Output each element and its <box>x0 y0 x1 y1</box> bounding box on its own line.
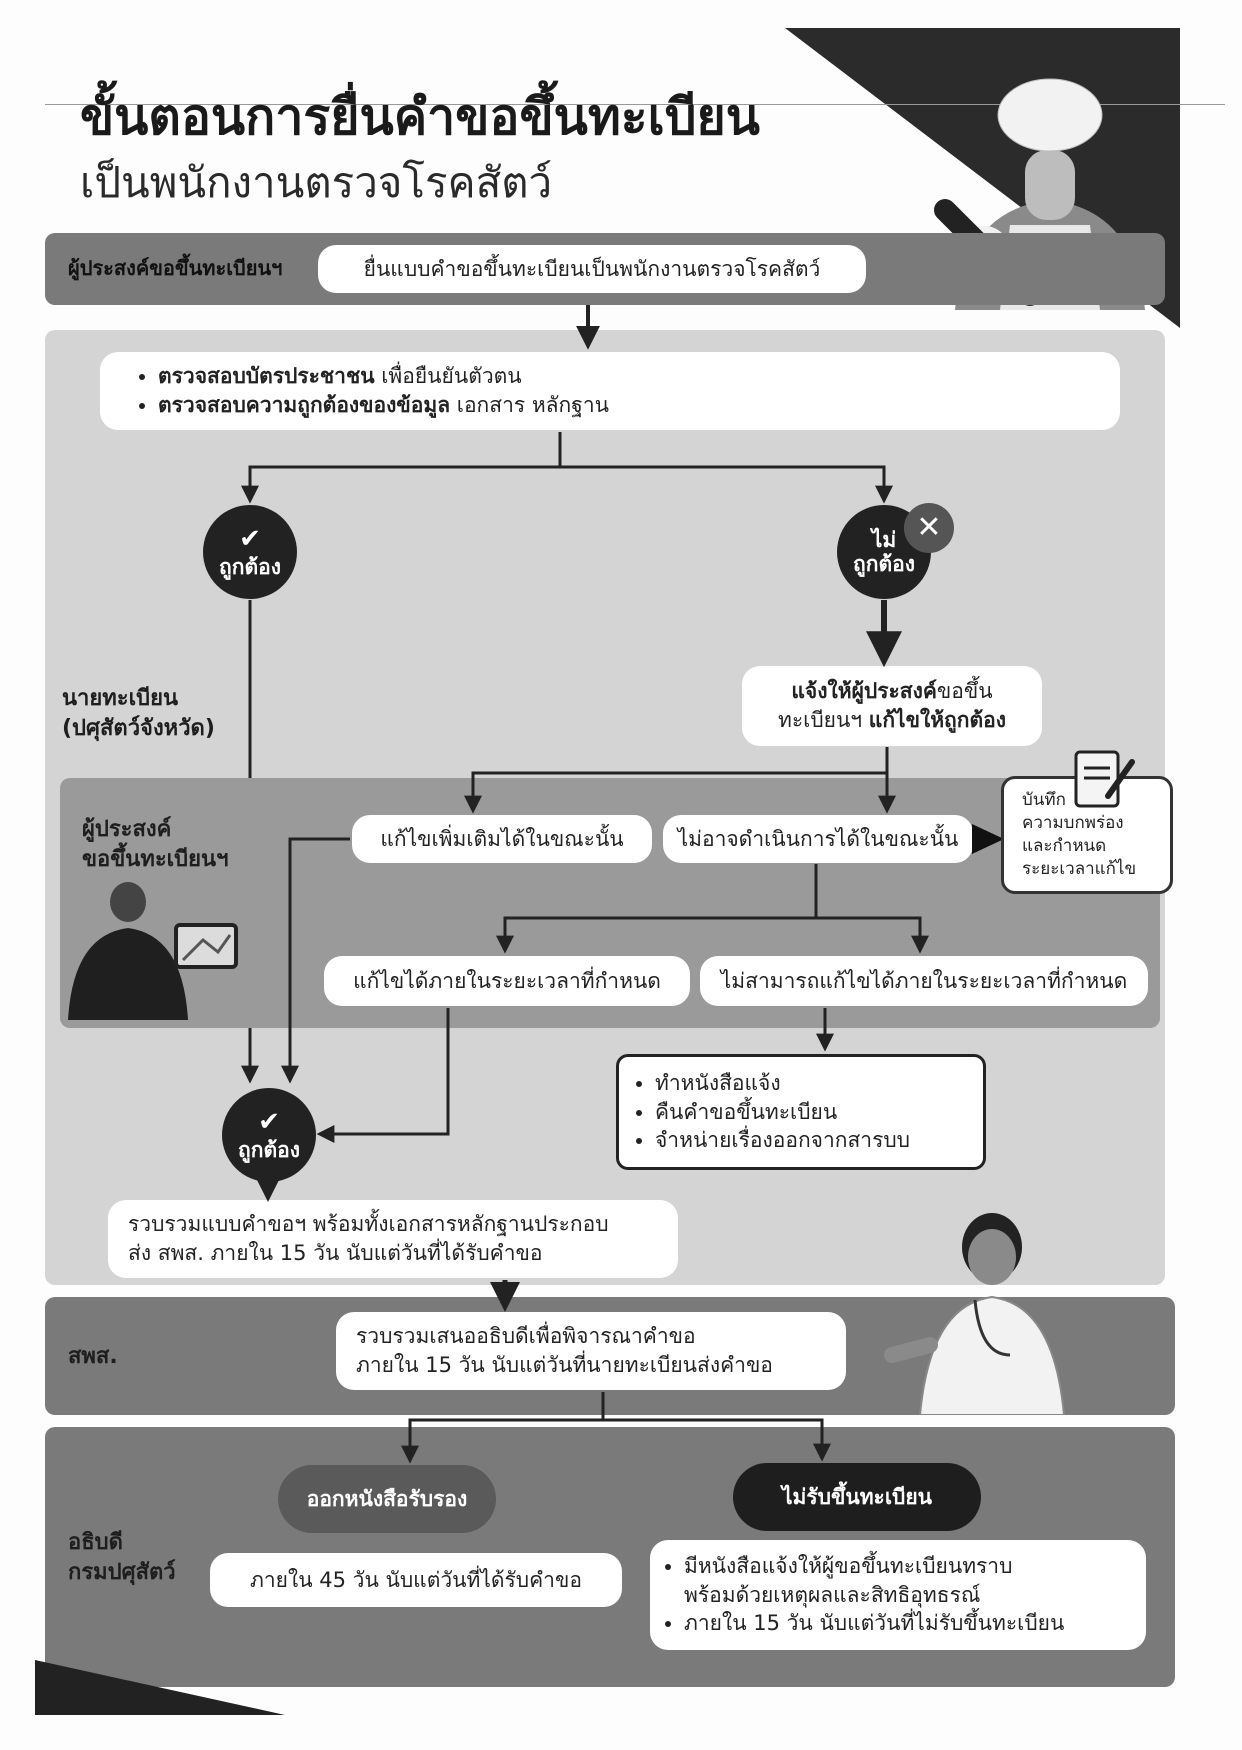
role-registrar-line1: นายทะเบียน <box>62 686 179 711</box>
notify-text-1: ขอขึ้น <box>936 679 993 704</box>
decision-correct-bottom-label: ถูกต้อง <box>238 1137 300 1162</box>
page-subtitle: เป็นพนักงานตรวจโรคสัตว์ <box>80 158 553 207</box>
role-applicant-mid: ผู้ประสงค์ ขอขึ้นทะเบียนฯ <box>82 815 228 874</box>
role-registrar-line2: (ปศุสัตว์จังหวัด) <box>62 715 215 741</box>
reject-item-2: คืนคำขอขึ้นทะเบียน <box>655 1098 910 1127</box>
compile-line2: ส่ง สพส. ภายใน 15 วัน นับแต่วันที่ได้รับ… <box>128 1241 543 1265</box>
option-fix-now: แก้ไขเพิ่มเติมได้ในขณะนั้น <box>352 815 652 863</box>
option-fix-in-time: แก้ไขได้ภายในระยะเวลาที่กำหนด <box>324 956 690 1006</box>
page-title: ขั้นตอนการยื่นคำขอขึ้นทะเบียน <box>80 88 760 146</box>
role-registrar: นายทะเบียน (ปศุสัตว์จังหวัด) <box>62 684 215 743</box>
reject-item-1: ทำหนังสือแจ้ง <box>655 1069 910 1098</box>
result-reject-registration: ไม่รับขึ้นทะเบียน <box>733 1463 981 1531</box>
reject-info1-line2: พร้อมด้วยเหตุผลและสิทธิอุทธรณ์ <box>684 1582 981 1607</box>
option-cannot-fix-in-time: ไม่สามารถแก้ไขได้ภายในระยะเวลาที่กำหนด <box>700 956 1148 1006</box>
notify-text-2: ทะเบียนฯ <box>778 708 869 732</box>
step-verify-documents: ตรวจสอบบัตรประชาชน เพื่อยืนยันตัวตน ตรวจ… <box>100 352 1120 430</box>
record-line4: ระยะเวลาแก้ไข <box>1022 858 1137 879</box>
role-applicant-top: ผู้ประสงค์ขอขึ้นทะเบียนฯ <box>68 256 283 280</box>
step-approve-timeframe: ภายใน 45 วัน นับแต่วันที่ได้รับคำขอ <box>210 1553 622 1607</box>
notify-bold-2: แก้ไขให้ถูกต้อง <box>868 708 1006 732</box>
decision-correct-top: ✔ ถูกต้อง <box>203 505 297 599</box>
propose-line1: รวบรวมเสนออธิบดีเพื่อพิจารณาคำขอ <box>356 1324 696 1349</box>
incorrect-line1: ไม่ <box>871 527 897 552</box>
step-submit-application: ยื่นแบบคำขอขึ้นทะเบียนเป็นพนักงานตรวจโรค… <box>318 245 866 293</box>
arrow-right-icon <box>972 824 1004 854</box>
notify-bold-1: แจ้งให้ผู้ประสงค์ <box>791 679 937 704</box>
reject-info1-line1: มีหนังสือแจ้งให้ผู้ขอขึ้นทะเบียนทราบ <box>684 1553 1013 1578</box>
reject-info2: ภายใน 15 วัน นับแต่วันที่ไม่รับขึ้นทะเบี… <box>684 1609 1064 1638</box>
header-rule <box>45 104 1225 105</box>
compile-line1: รวบรวมแบบคำขอฯ พร้อมทั้งเอกสารหลักฐานประ… <box>128 1212 609 1237</box>
incorrect-line2: ถูกต้อง <box>853 552 915 576</box>
step-reject-notice: มีหนังสือแจ้งให้ผู้ขอขึ้นทะเบียนทราบ พร้… <box>650 1540 1146 1650</box>
option-cannot-proceed-now: ไม่อาจดำเนินการได้ในขณะนั้น <box>663 815 973 863</box>
bottom-triangle-decoration <box>35 1660 285 1715</box>
applicant-tablet-illustration <box>68 882 238 1020</box>
result-issue-certificate: ออกหนังสือรับรอง <box>278 1465 496 1533</box>
check-id-card-purpose: เพื่อยืนยันตัวตน <box>374 364 522 389</box>
check-id-card: ตรวจสอบบัตรประชาชน <box>158 364 375 389</box>
role-director-line2: กรมปศุสัตว์ <box>68 1559 176 1585</box>
step-propose-director: รวบรวมเสนออธิบดีเพื่อพิจารณาคำขอ ภายใน 1… <box>336 1312 846 1390</box>
check-icon: ✔ <box>239 523 261 554</box>
decision-correct-label: ถูกต้อง <box>219 554 281 579</box>
role-director-line1: อธิบดี <box>68 1530 123 1555</box>
close-icon: ✕ <box>904 503 954 553</box>
decision-correct-bottom: ✔ ถูกต้อง <box>222 1088 316 1182</box>
record-line3: และกำหนด <box>1022 836 1107 856</box>
clipboard-icon <box>1074 750 1135 808</box>
check-icon: ✔ <box>258 1106 280 1137</box>
doctor-illustration <box>884 1213 1066 1415</box>
step-compile-documents: รวบรวมแบบคำขอฯ พร้อมทั้งเอกสารหลักฐานประ… <box>108 1200 678 1278</box>
step-notify-correction: แจ้งให้ผู้ประสงค์ขอขึ้น ทะเบียนฯ แก้ไขให… <box>742 666 1042 746</box>
propose-line2: ภายใน 15 วัน นับแต่วันที่นายทะเบียนส่งคำ… <box>356 1353 773 1377</box>
reject-item-3: จำหน่ายเรื่องออกจากสารบบ <box>655 1126 910 1155</box>
role-dld-office: สพส. <box>68 1344 118 1369</box>
record-line1: บันทึก <box>1022 790 1066 811</box>
step-return-application: ทำหนังสือแจ้ง คืนคำขอขึ้นทะเบียน จำหน่าย… <box>616 1054 986 1170</box>
check-data-documents: เอกสาร หลักฐาน <box>450 393 609 417</box>
record-line2: ความบกพร่อง <box>1022 813 1124 834</box>
check-data-accuracy: ตรวจสอบความถูกต้องของข้อมูล <box>158 393 451 417</box>
role-director: อธิบดี กรมปศุสัตว์ <box>68 1528 176 1587</box>
role-applicant-mid-line1: ผู้ประสงค์ <box>82 817 172 842</box>
role-applicant-mid-line2: ขอขึ้นทะเบียนฯ <box>82 846 229 872</box>
